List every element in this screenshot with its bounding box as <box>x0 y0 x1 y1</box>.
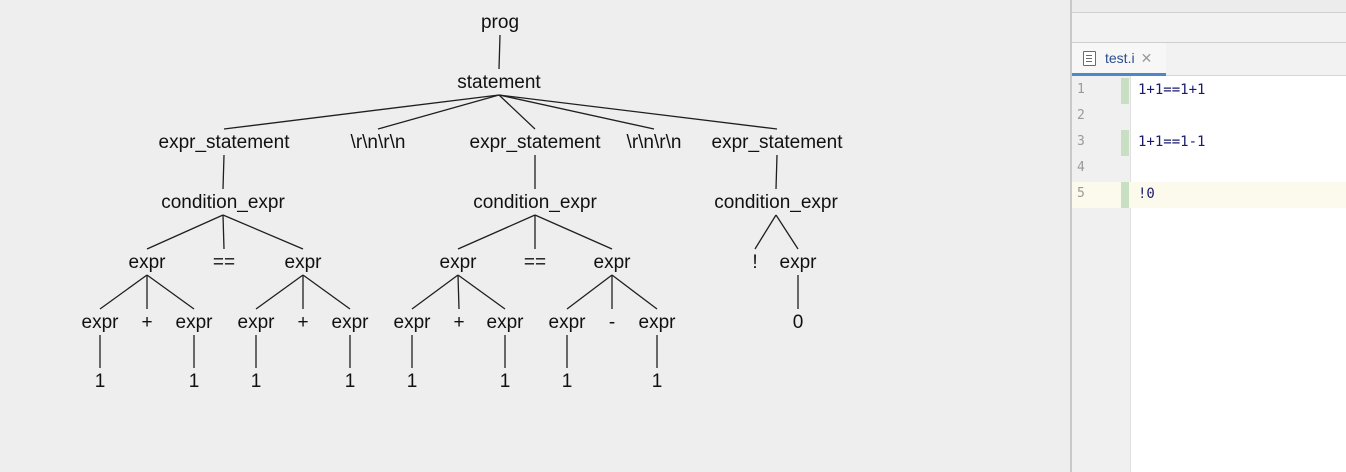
editor-toolbar <box>1072 13 1346 43</box>
tree-node-p1b: + <box>297 312 308 333</box>
tree-node-eq1: == <box>213 252 235 273</box>
tab-test-i[interactable]: test.i ✕ <box>1072 43 1166 76</box>
editor-panel: test.i ✕ 1 1+1==1+1 2 3 1+1==1-1 4 5 !0 <box>1072 0 1346 472</box>
editor-top-strip <box>1072 0 1346 13</box>
tree-edge <box>775 154 778 190</box>
tree-edge <box>99 274 148 310</box>
tree-edge <box>255 274 304 310</box>
tree-node-e1a: expr <box>129 252 167 273</box>
code-text: 1+1==1+1 <box>1138 82 1206 98</box>
file-icon <box>1083 50 1096 66</box>
tree-edge <box>457 274 506 310</box>
line-number: 4 <box>1077 160 1085 175</box>
tree-edge <box>146 274 195 310</box>
tree-edge <box>222 154 225 190</box>
parse-tree-diagram: prog statement expr_statement \r\n\r\n expr_… <box>82 12 844 392</box>
tree-node-n4: 1 <box>345 371 356 392</box>
tree-edge <box>611 274 658 310</box>
tree-edge <box>498 94 655 130</box>
tree-edge <box>457 214 536 250</box>
tree-node-es2: expr_statement <box>470 132 602 153</box>
code-editor[interactable]: 1 1+1==1+1 2 3 1+1==1-1 4 5 !0 <box>1072 76 1346 472</box>
code-line[interactable]: 1 1+1==1+1 <box>1072 78 1346 104</box>
tree-node-e2b2: expr <box>639 312 677 333</box>
tree-node-e2b: expr <box>594 252 632 273</box>
tree-node-bang: ! <box>752 252 757 273</box>
tree-node-nl2: \r\n\r\n <box>627 132 682 153</box>
tree-node-e1a2: expr <box>176 312 214 333</box>
tree-node-ce1: condition_expr <box>161 192 285 213</box>
tree-node-statement: statement <box>457 72 541 93</box>
tree-node-n3: 1 <box>251 371 262 392</box>
tree-node-eq2: == <box>524 252 546 273</box>
line-number: 2 <box>1077 108 1085 123</box>
tree-edge <box>498 94 536 130</box>
tree-edge <box>146 214 224 250</box>
line-number: 5 <box>1077 186 1085 201</box>
code-line[interactable]: 3 1+1==1-1 <box>1072 130 1346 156</box>
tree-edge <box>223 94 500 130</box>
tree-node-p1a: + <box>141 312 152 333</box>
tree-node-m2b: - <box>609 312 615 333</box>
code-text: !0 <box>1138 186 1155 202</box>
line-number: 3 <box>1077 134 1085 149</box>
tree-edge <box>457 274 460 310</box>
tree-node-ce2: condition_expr <box>473 192 597 213</box>
tree-node-e2a: expr <box>440 252 478 273</box>
tree-edge <box>534 214 613 250</box>
tree-edge <box>775 214 799 250</box>
tree-edge <box>498 94 778 130</box>
tree-node-e3: expr <box>780 252 818 273</box>
tree-edge <box>498 34 501 70</box>
line-number: 1 <box>1077 82 1085 97</box>
tree-node-n6: 1 <box>500 371 511 392</box>
code-line-current[interactable]: 5 !0 <box>1072 182 1346 208</box>
tree-node-ce3: condition_expr <box>714 192 838 213</box>
tree-edge <box>222 214 304 250</box>
tree-edge <box>566 274 613 310</box>
close-icon[interactable]: ✕ <box>1140 49 1153 66</box>
tree-node-e1b1: expr <box>238 312 276 333</box>
tree-edge <box>754 214 777 250</box>
code-text: 1+1==1-1 <box>1138 134 1206 150</box>
tree-node-z3: 0 <box>793 312 804 333</box>
code-line[interactable]: 4 <box>1072 156 1346 182</box>
tree-edge <box>222 214 225 250</box>
tree-node-n8: 1 <box>652 371 663 392</box>
tree-edge <box>377 94 500 130</box>
tab-label: test.i <box>1105 50 1135 66</box>
panel-splitter[interactable] <box>1070 0 1072 472</box>
tree-edge <box>302 274 351 310</box>
tree-node-e1a1: expr <box>82 312 120 333</box>
change-marker <box>1121 130 1129 156</box>
tree-node-n7: 1 <box>562 371 573 392</box>
tree-node-prog: prog <box>481 12 519 33</box>
parse-tree-panel: prog statement expr_statement \r\n\r\n expr_… <box>81 12 844 393</box>
tree-node-p2a: + <box>453 312 464 333</box>
tree-edge <box>411 274 459 310</box>
tree-node-e2a1: expr <box>394 312 432 333</box>
tree-node-nl1: \r\n\r\n <box>351 132 406 153</box>
tree-node-n5: 1 <box>407 371 418 392</box>
tree-node-es3: expr_statement <box>712 132 844 153</box>
tree-node-n1: 1 <box>95 371 106 392</box>
change-marker <box>1121 182 1129 208</box>
code-line[interactable]: 2 <box>1072 104 1346 130</box>
tree-node-es1: expr_statement <box>159 132 291 153</box>
tree-node-e1b: expr <box>285 252 323 273</box>
tree-node-n2: 1 <box>189 371 200 392</box>
tree-node-e1b2: expr <box>332 312 370 333</box>
tree-node-e2b1: expr <box>549 312 587 333</box>
change-marker <box>1121 78 1129 104</box>
editor-tab-bar: test.i ✕ <box>1072 43 1346 76</box>
tree-node-e2a2: expr <box>487 312 525 333</box>
